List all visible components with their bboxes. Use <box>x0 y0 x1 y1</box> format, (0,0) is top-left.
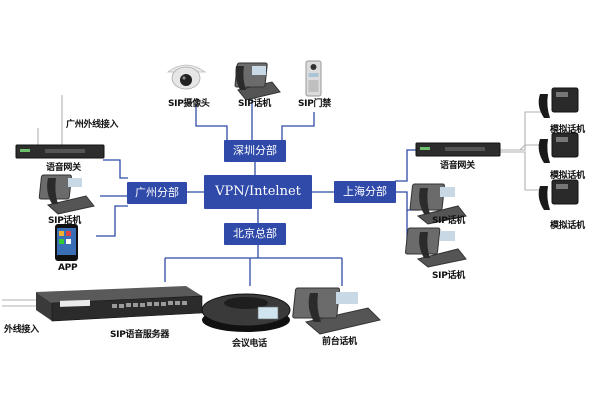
label-gz-gateway: 语音网关 <box>46 163 81 173</box>
label-analog-1: 模拟话机 <box>550 125 585 135</box>
sip-server-icon <box>36 286 203 322</box>
analog-link-3 <box>498 151 542 191</box>
label-bj-server: SIP语音服务器 <box>110 330 170 340</box>
link-door-north <box>281 112 315 141</box>
label-sip-door: SIP门禁 <box>298 99 331 109</box>
label-bj-conference: 会议电话 <box>232 339 267 349</box>
hub-east: 上海分部 <box>334 181 396 203</box>
label-analog-3: 模拟话机 <box>550 221 585 231</box>
hub-center: VPN/Intelnet <box>204 175 312 209</box>
sh-phone-2-icon <box>404 227 467 268</box>
label-sh-phone-2: SIP话机 <box>432 271 465 281</box>
sip-door-icon <box>305 60 322 97</box>
label-gz-phone: SIP话机 <box>48 216 81 226</box>
analog-phone-2-icon <box>538 132 579 163</box>
analog-phone-1-icon <box>538 87 579 118</box>
label-sh-phone-1: SIP话机 <box>432 216 465 226</box>
label-sip-phone-top: SIP话机 <box>238 99 271 109</box>
label-sh-gateway: 语音网关 <box>440 161 475 171</box>
label-sip-camera: SIP摄像头 <box>168 99 210 109</box>
label-gz-external: 广州外线接入 <box>66 120 119 130</box>
label-bj-front-desk: 前台话机 <box>322 337 357 347</box>
conference-phone-icon <box>201 293 291 332</box>
gz-gateway-icon <box>15 144 105 159</box>
sh-phone-1-icon <box>409 183 467 225</box>
label-bj-external: 外线接入 <box>4 325 39 335</box>
analog-link-2 <box>498 144 542 151</box>
sh-gateway-icon <box>415 142 501 157</box>
hub-north: 深圳分部 <box>224 140 286 162</box>
external-lines <box>2 95 542 307</box>
analog-link-1 <box>498 111 542 151</box>
label-analog-2: 模拟话机 <box>550 171 585 181</box>
link-gz-gateway <box>103 159 128 179</box>
label-gz-app: APP <box>58 263 78 273</box>
analog-phone-3-icon <box>538 179 579 210</box>
gz-phone-icon <box>38 174 95 215</box>
front-desk-phone-icon <box>292 287 381 335</box>
sip-phone-top-icon <box>234 62 281 101</box>
link-camera-north <box>195 104 228 141</box>
link-sh-gateway <box>395 149 420 182</box>
sip-camera-icon <box>166 64 207 90</box>
app-smartphone-icon <box>55 224 78 261</box>
link-gz-app <box>96 205 128 237</box>
hub-south: 北京总部 <box>224 223 286 245</box>
connection-lines <box>96 97 420 286</box>
hub-west: 广州分部 <box>127 182 187 204</box>
